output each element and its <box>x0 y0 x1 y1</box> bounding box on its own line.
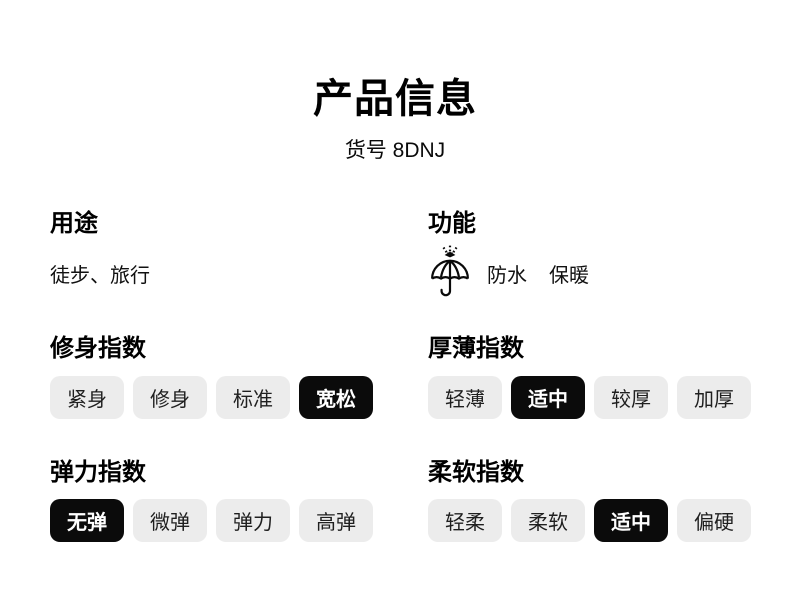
fit-option-pill[interactable]: 修身 <box>133 375 207 419</box>
feature-warm: 保暖 <box>549 265 589 288</box>
fit-option-pill[interactable]: 宽松 <box>299 375 373 419</box>
usage-value: 徒步、旅行 <box>50 265 150 288</box>
fit-index-options: 紧身修身标准宽松 <box>50 375 373 419</box>
elasticity-option-pill[interactable]: 微弹 <box>133 499 207 543</box>
softness-index-options: 轻柔柔软适中偏硬 <box>428 499 751 543</box>
elasticity-index-options: 无弹微弹弹力高弹 <box>50 499 373 543</box>
feature-list: 防水 保暖 <box>487 259 589 288</box>
thickness-option-pill[interactable]: 适中 <box>511 375 585 419</box>
thickness-option-pill[interactable]: 加厚 <box>677 375 751 419</box>
item-number: 货号 8DNJ <box>344 139 446 162</box>
function-row: 防水 保暖 <box>428 245 589 299</box>
elasticity-index-heading: 弹力指数 <box>50 458 146 486</box>
softness-option-pill[interactable]: 柔软 <box>511 499 585 543</box>
elasticity-option-pill[interactable]: 无弹 <box>50 499 124 543</box>
thickness-option-pill[interactable]: 轻薄 <box>428 375 502 419</box>
feature-waterproof: 防水 <box>487 265 527 288</box>
thickness-option-pill[interactable]: 较厚 <box>594 375 668 419</box>
usage-heading: 用途 <box>50 210 98 237</box>
softness-option-pill[interactable]: 偏硬 <box>677 499 751 543</box>
thickness-index-heading: 厚薄指数 <box>428 334 524 362</box>
umbrella-rain-icon <box>428 244 472 304</box>
function-heading: 功能 <box>428 210 476 237</box>
softness-option-pill[interactable]: 轻柔 <box>428 499 502 543</box>
page-title: 产品信息 <box>313 77 477 121</box>
content-grid: 用途 徒步、旅行 修身指数 紧身修身标准宽松 弹力指数 无弹微弹弹力高弹 功能 <box>0 210 790 543</box>
elasticity-option-pill[interactable]: 高弹 <box>299 499 373 543</box>
right-column: 功能 <box>428 210 751 543</box>
softness-option-pill[interactable]: 适中 <box>594 499 668 543</box>
softness-index-heading: 柔软指数 <box>428 458 524 486</box>
fit-option-pill[interactable]: 紧身 <box>50 375 124 419</box>
elasticity-option-pill[interactable]: 弹力 <box>216 499 290 543</box>
fit-index-heading: 修身指数 <box>50 334 146 362</box>
header: 产品信息 货号 8DNJ <box>0 0 790 164</box>
fit-option-pill[interactable]: 标准 <box>216 375 290 419</box>
thickness-index-options: 轻薄适中较厚加厚 <box>428 375 751 419</box>
left-column: 用途 徒步、旅行 修身指数 紧身修身标准宽松 弹力指数 无弹微弹弹力高弹 <box>50 210 428 543</box>
